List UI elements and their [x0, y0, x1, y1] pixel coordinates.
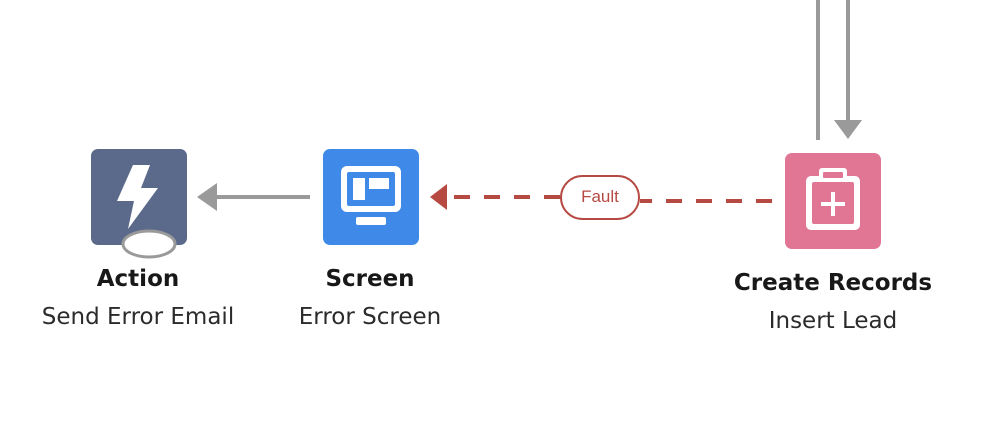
fault-arrowhead: [430, 184, 447, 210]
lightning-bolt-icon: [117, 165, 158, 229]
action-node-name: Send Error Email: [41, 304, 235, 330]
fault-connector-label[interactable]: Fault: [581, 187, 619, 206]
screen-node-name: Error Screen: [298, 304, 442, 330]
action-node[interactable]: [91, 149, 187, 259]
incoming-arrowhead: [834, 120, 862, 139]
screen-to-action-arrowhead: [197, 183, 217, 211]
create-records-node-type-label: Create Records: [733, 270, 933, 296]
clipboard-plus-icon: [806, 168, 860, 230]
monitor-icon: [341, 166, 401, 225]
fault-label-pill[interactable]: [560, 175, 640, 220]
screen-node-type-label: Screen: [325, 266, 415, 292]
screen-node[interactable]: [323, 149, 419, 245]
action-node-type-label: Action: [96, 266, 180, 292]
create-records-node-name: Insert Lead: [768, 308, 898, 334]
create-records-node[interactable]: [785, 153, 881, 249]
action-node-connector-handle[interactable]: [121, 229, 177, 259]
